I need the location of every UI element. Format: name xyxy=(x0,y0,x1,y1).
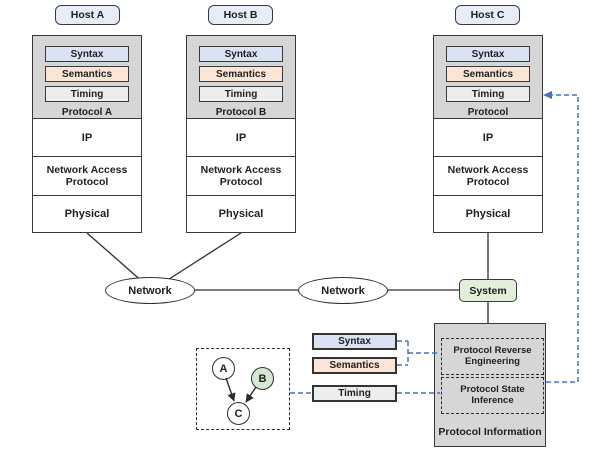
protocol-reverse-engineering-module: Protocol Reverse Engineering xyxy=(441,338,544,375)
host-b-semantics-layer: Semantics xyxy=(199,66,283,82)
network-node-1: Network xyxy=(105,277,195,304)
host-b-label-text: Host B xyxy=(223,9,258,21)
host-b-timing-layer: Timing xyxy=(199,86,283,102)
host-a-protocol-header: Syntax Semantics Timing Protocol A xyxy=(33,36,141,120)
host-b-network-access-layer: Network Access Protocol xyxy=(187,155,295,195)
host-b-protocol-header: Syntax Semantics Timing Protocol B xyxy=(187,36,295,120)
network-node-2-label: Network xyxy=(321,284,365,297)
host-c-protocol-name: Protocol xyxy=(467,107,509,118)
host-a-ip-layer: IP xyxy=(33,119,141,156)
network-node-2: Network xyxy=(298,277,388,304)
host-c-ip-layer: IP xyxy=(434,119,542,156)
host-a-protocol-name: Protocol A xyxy=(61,107,113,118)
host-c-timing-layer: Timing xyxy=(446,86,530,102)
host-b-protocol-stack: Syntax Semantics Timing Protocol B IP Ne… xyxy=(186,35,296,233)
host-c-protocol-stack: Syntax Semantics Timing Protocol IP Netw… xyxy=(433,35,543,233)
feedback-arrowhead-icon xyxy=(543,91,552,99)
state-node-b: B xyxy=(251,367,274,390)
state-node-c: C xyxy=(227,402,250,425)
host-c-label-text: Host C xyxy=(470,9,505,21)
protocol-information-title: Protocol Information xyxy=(438,426,542,438)
host-b-label: Host B xyxy=(208,5,273,25)
host-b-protocol-name: Protocol B xyxy=(215,107,267,118)
state-node-a: A xyxy=(212,357,235,380)
host-c-protocol-header: Syntax Semantics Timing Protocol xyxy=(434,36,542,120)
host-b-physical-layer: Physical xyxy=(187,194,295,232)
host-b-syntax-layer: Syntax xyxy=(199,46,283,62)
host-a-semantics-layer: Semantics xyxy=(45,66,129,82)
system-node-label: System xyxy=(469,284,507,297)
host-a-label: Host A xyxy=(55,5,120,25)
host-c-network-access-layer: Network Access Protocol xyxy=(434,155,542,195)
host-b-ip-layer: IP xyxy=(187,119,295,156)
host-a-syntax-layer: Syntax xyxy=(45,46,129,62)
host-c-label: Host C xyxy=(455,5,520,25)
host-a-network-access-layer: Network Access Protocol xyxy=(33,155,141,195)
protocol-information-box: Protocol Reverse Engineering Protocol St… xyxy=(434,323,546,447)
host-a-protocol-stack: Syntax Semantics Timing Protocol A IP Ne… xyxy=(32,35,142,233)
network-node-1-label: Network xyxy=(128,284,172,297)
host-a-physical-layer: Physical xyxy=(33,194,141,232)
host-c-syntax-layer: Syntax xyxy=(446,46,530,62)
extracted-semantics-box: Semantics xyxy=(312,357,397,374)
host-a-timing-layer: Timing xyxy=(45,86,129,102)
extracted-timing-box: Timing xyxy=(312,385,397,402)
protocol-state-inference-module: Protocol State Inference xyxy=(441,377,544,414)
host-c-semantics-layer: Semantics xyxy=(446,66,530,82)
system-node: System xyxy=(459,279,517,302)
host-a-label-text: Host A xyxy=(70,9,105,21)
host-c-physical-layer: Physical xyxy=(434,194,542,232)
extracted-syntax-box: Syntax xyxy=(312,333,397,350)
